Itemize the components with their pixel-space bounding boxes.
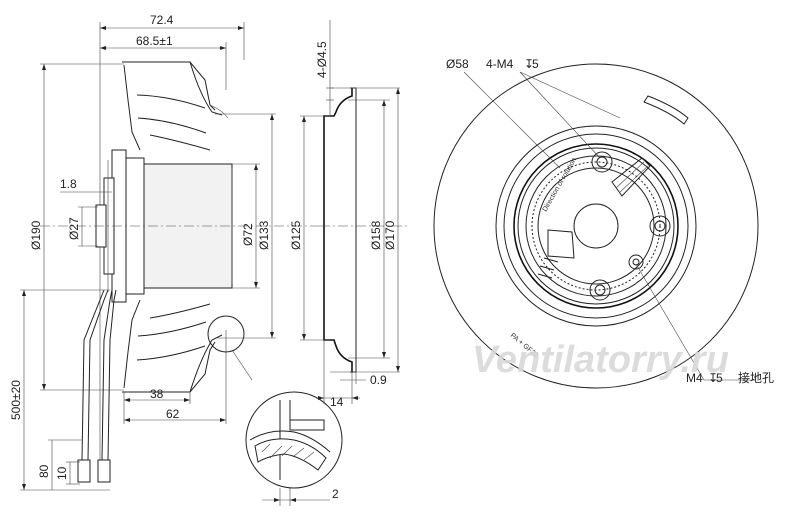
dim-shaft-offset: 1.8 — [60, 177, 77, 191]
screw-boss-bottom — [589, 279, 611, 301]
watermark: Ventilatorry.ru — [472, 339, 729, 381]
dim-38: 38 — [150, 387, 164, 401]
dim-158-diameter: Ø158 — [369, 220, 383, 250]
dim-wire-80: 80 — [37, 464, 51, 478]
ground-hole-callout: M4 ↧ 5 接地孔 — [686, 370, 774, 385]
dim-impeller-width: 68.5±1 — [136, 34, 173, 48]
dim-wire-10: 10 — [55, 466, 69, 480]
dim-62: 62 — [166, 407, 180, 421]
dim-58-diameter: Ø58 — [446, 57, 469, 71]
ground-hole-label: 接地孔 — [738, 370, 774, 385]
thread-callout: 4-M4 ↧ 5 — [486, 57, 539, 71]
side-view: 72.4 68.5±1 Ø190 — [9, 13, 320, 491]
dim-170-diameter: Ø170 — [383, 220, 397, 250]
dim-125-diameter: Ø125 — [289, 220, 303, 250]
thread-depth: 5 — [532, 57, 539, 71]
dim-mounting-holes: 4-Ø4.5 — [315, 41, 329, 78]
inlet-ring-view: 4-Ø4.5 Ø125 Ø158 Ø170 0.9 14 — [289, 20, 410, 409]
ground-depth: 5 — [716, 371, 723, 385]
detail-view: 2 — [245, 391, 343, 506]
dim-overall-width: 72.4 — [150, 13, 174, 27]
screw-boss-right — [649, 215, 671, 237]
dim-cable-length: 500±20 — [9, 380, 23, 420]
ground-thread: M4 — [686, 371, 703, 385]
thread-spec: 4-M4 — [486, 57, 514, 71]
dim-detail-gap: 2 — [332, 487, 339, 501]
dim-ring-thickness: 0.9 — [370, 373, 387, 387]
ground-depth-symbol: ↧ — [708, 371, 718, 385]
screw-boss-ground — [628, 254, 644, 270]
screw-boss-top — [591, 151, 613, 173]
dim-motor-diameter: Ø72 — [241, 223, 255, 246]
dim-outer-diameter: Ø190 — [29, 220, 43, 250]
dim-ring-depth: 14 — [330, 395, 344, 409]
dim-133-diameter: Ø133 — [257, 220, 271, 250]
dim-hub-diameter: Ø27 — [67, 217, 81, 240]
depth-symbol: ↧ — [524, 57, 534, 71]
